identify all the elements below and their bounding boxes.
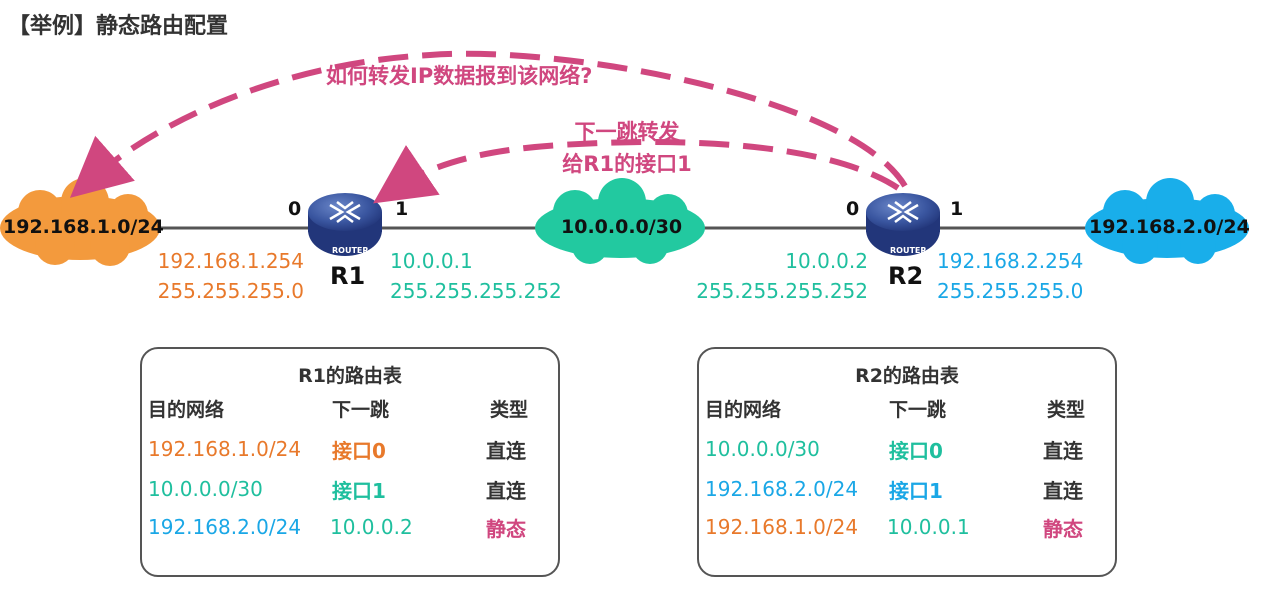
r1-row2-next: 接口1 xyxy=(332,479,386,503)
r1-row1-next: 接口0 xyxy=(332,439,386,463)
r1-table-caption: R1的路由表 xyxy=(298,365,402,387)
r2-if0-address: 10.0.0.2 255.255.255.252 xyxy=(690,246,868,306)
page-title: 【举例】静态路由配置 xyxy=(8,14,229,39)
r2-header-dest: 目的网络 xyxy=(705,399,782,421)
network-middle-label: 10.0.0.0/30 xyxy=(561,216,683,238)
r2-if1-address: 192.168.2.254 255.255.255.0 xyxy=(937,246,1083,306)
r1-header-next: 下一跳 xyxy=(332,399,390,421)
r1-header-type: 类型 xyxy=(490,399,529,421)
nexthop-note-line1: 下一跳转发 xyxy=(574,120,680,144)
r2-row3-next: 10.0.0.1 xyxy=(887,515,970,539)
cloud-middle xyxy=(535,178,705,264)
r2-if0-mask: 255.255.255.252 xyxy=(696,279,868,303)
r2-row3-type: 静态 xyxy=(1043,517,1083,541)
r2-row1-dest: 10.0.0.0/30 xyxy=(705,437,820,461)
router-r2-name: R2 xyxy=(888,262,924,290)
r2-if1-ip: 192.168.2.254 xyxy=(937,249,1084,273)
r1-if1-ip: 10.0.0.1 xyxy=(390,249,473,273)
router-r2-icon xyxy=(866,193,940,256)
r1-row1-type: 直连 xyxy=(486,439,526,463)
r1-row2-dest: 10.0.0.0/30 xyxy=(148,477,263,501)
r1-port1-label: 1 xyxy=(395,198,409,220)
router-r2-badge: ROUTER xyxy=(890,246,927,255)
question-arrow xyxy=(69,50,908,198)
r1-if0-ip: 192.168.1.254 xyxy=(157,249,304,273)
router-r1-badge: ROUTER xyxy=(332,246,369,255)
r2-port0-label: 0 xyxy=(846,198,860,220)
r2-header-next: 下一跳 xyxy=(889,399,947,421)
forwarding-question: 如何转发IP数据报到该网络? xyxy=(326,64,593,88)
nexthop-arrow xyxy=(373,138,900,204)
r1-row1-dest: 192.168.1.0/24 xyxy=(148,437,302,461)
r2-header-type: 类型 xyxy=(1047,399,1086,421)
r1-header-dest: 目的网络 xyxy=(148,399,225,421)
r1-if1-address: 10.0.0.1 255.255.255.252 xyxy=(390,246,562,306)
router-r1-name: R1 xyxy=(330,262,366,290)
r2-row2-dest: 192.168.2.0/24 xyxy=(705,477,859,501)
r2-if0-ip: 10.0.0.2 xyxy=(785,249,868,273)
cloud-right xyxy=(1085,178,1249,264)
r1-row3-type: 静态 xyxy=(486,517,526,541)
r1-row3-dest: 192.168.2.0/24 xyxy=(148,515,302,539)
r2-row1-type: 直连 xyxy=(1043,439,1083,463)
nexthop-note-line2: 给R1的接口1 xyxy=(562,152,692,176)
r2-routing-table: R2的路由表 目的网络 下一跳 类型 10.0.0.0/30 接口0 直连 19… xyxy=(697,347,1117,577)
r1-routing-table: R1的路由表 目的网络 下一跳 类型 192.168.1.0/24 接口0 直连… xyxy=(140,347,560,577)
r2-row2-type: 直连 xyxy=(1043,479,1083,503)
network-left-label: 192.168.1.0/24 xyxy=(3,216,164,238)
r2-row3-dest: 192.168.1.0/24 xyxy=(705,515,859,539)
r1-port0-label: 0 xyxy=(288,198,302,220)
r1-if0-address: 192.168.1.254 255.255.255.0 xyxy=(154,246,304,306)
r2-table-caption: R2的路由表 xyxy=(855,365,959,387)
r1-row2-type: 直连 xyxy=(486,479,526,503)
nexthop-note: 下一跳转发 给R1的接口1 xyxy=(542,116,712,180)
router-r1-icon xyxy=(308,193,382,256)
r1-row3-next: 10.0.0.2 xyxy=(330,515,413,539)
r2-if1-mask: 255.255.255.0 xyxy=(937,279,1084,303)
r2-port1-label: 1 xyxy=(950,198,964,220)
r1-if1-mask: 255.255.255.252 xyxy=(390,279,562,303)
r2-row2-next: 接口1 xyxy=(889,479,943,503)
r1-if0-mask: 255.255.255.0 xyxy=(157,279,304,303)
network-right-label: 192.168.2.0/24 xyxy=(1089,216,1250,238)
r2-row1-next: 接口0 xyxy=(889,439,943,463)
